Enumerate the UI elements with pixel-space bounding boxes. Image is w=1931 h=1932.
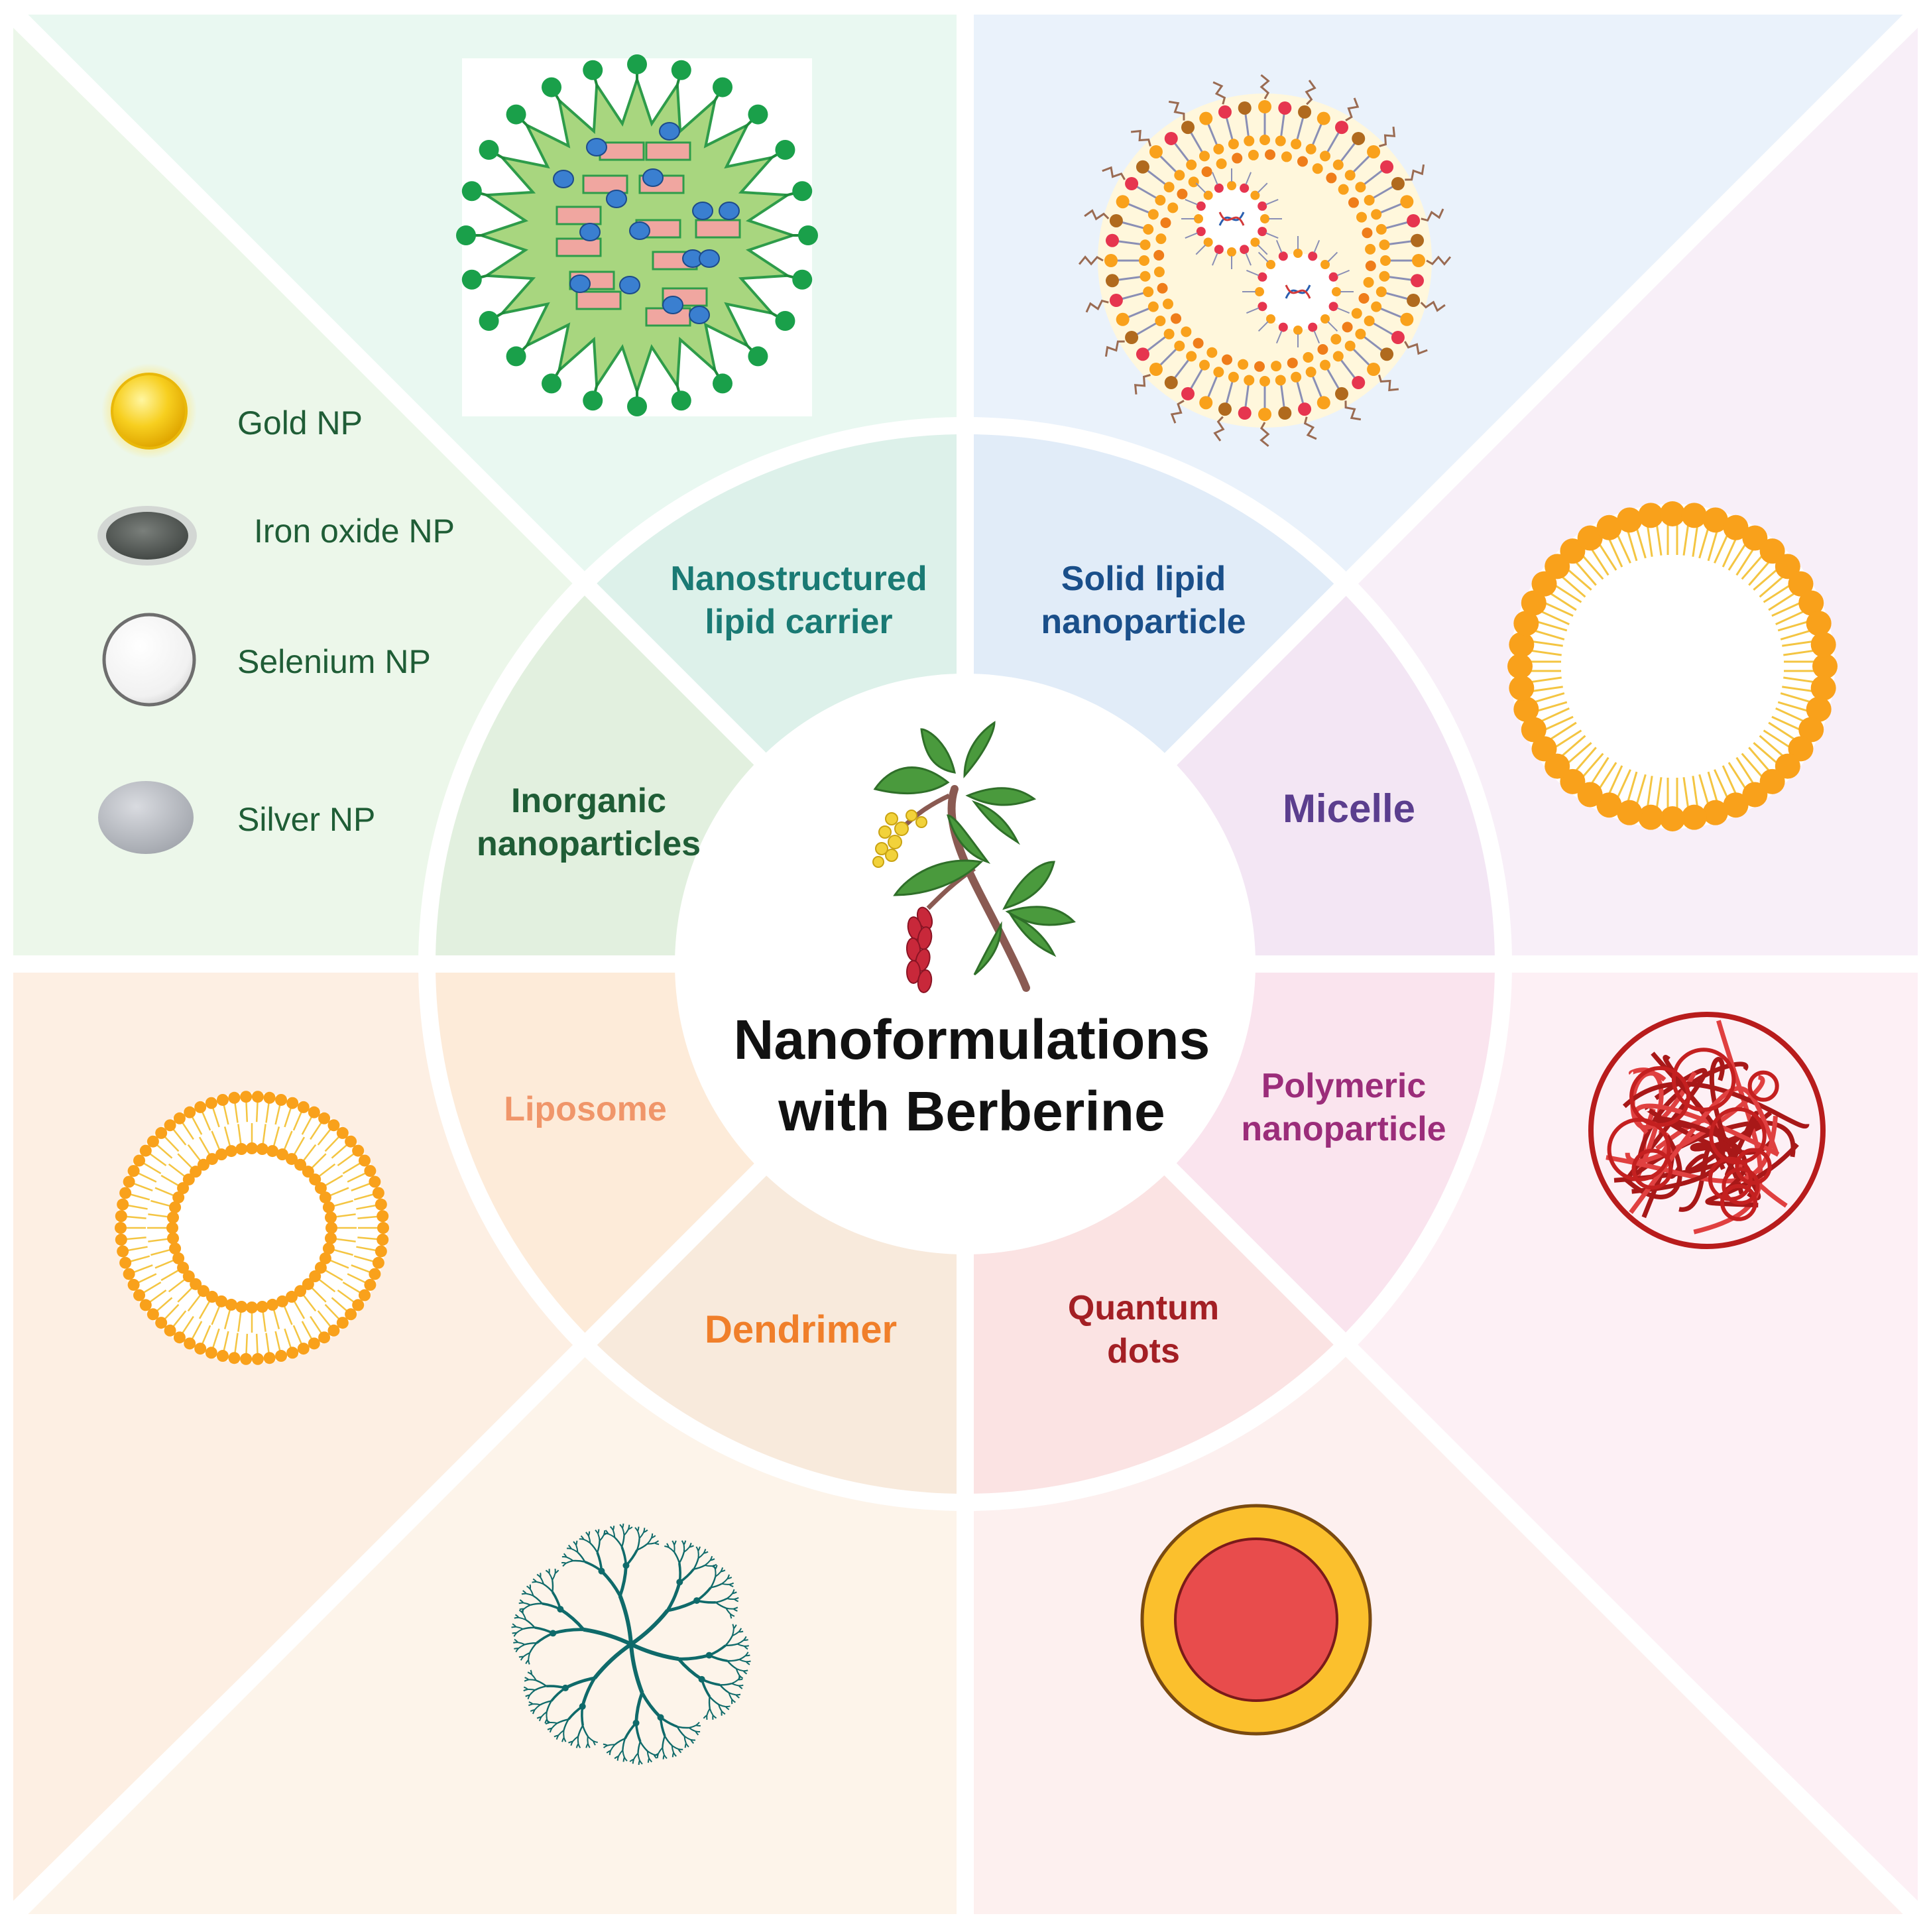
micelle-illustration-icon xyxy=(1507,501,1838,831)
gold-sphere-icon xyxy=(111,373,188,450)
inorganic-legend: Gold NP Iron oxide NP Selenium NP Silver… xyxy=(97,363,455,854)
legend-silver-label: Silver NP xyxy=(237,801,375,838)
quantum-dot-illustration-icon xyxy=(1140,1504,1372,1736)
label-liposome: Liposome xyxy=(504,1090,667,1128)
silver-sphere-icon xyxy=(98,781,194,854)
iron-oxide-sphere-icon xyxy=(106,512,188,560)
label-nlc-line1: Nanostructured xyxy=(670,560,927,598)
sln-dna-pockets xyxy=(1181,168,1354,347)
micelle-shell xyxy=(1507,501,1838,831)
liposome-illustration-icon xyxy=(115,1091,389,1365)
liposome-bilayer xyxy=(115,1091,389,1365)
legend-gold-label: Gold NP xyxy=(237,404,363,442)
nlc-cargo xyxy=(553,122,741,327)
center-circle xyxy=(675,674,1256,1254)
title-line-2: with Berberine xyxy=(778,1080,1165,1142)
label-sln-line1: Solid lipid xyxy=(1061,560,1226,598)
label-polymeric-line1: Polymeric xyxy=(1261,1067,1427,1105)
legend-iron-label: Iron oxide NP xyxy=(254,513,455,550)
selenium-sphere-icon xyxy=(102,613,196,707)
label-nlc-line2: lipid carrier xyxy=(705,603,892,641)
label-quantum-line2: dots xyxy=(1107,1332,1180,1370)
sln-illustration-icon xyxy=(1078,74,1452,448)
legend-selenium-label: Selenium NP xyxy=(237,643,431,680)
sln-lipid-shell xyxy=(1078,74,1452,448)
berberine-plant-icon xyxy=(872,721,1076,993)
label-inorganic-line2: nanoparticles xyxy=(477,825,701,863)
label-quantum-line1: Quantum xyxy=(1068,1289,1219,1327)
label-sln-line2: nanoparticle xyxy=(1041,603,1246,641)
nlc-illustration-icon xyxy=(456,54,818,416)
dendrimer-illustration-icon xyxy=(511,1524,751,1765)
polymeric-illustration-icon xyxy=(1588,1012,1826,1249)
label-dendrimer: Dendrimer xyxy=(705,1308,897,1351)
title-line-1: Nanoformulations xyxy=(734,1008,1210,1071)
label-micelle: Micelle xyxy=(1283,786,1415,831)
polymer-coil xyxy=(1588,1012,1826,1249)
segment-labels: Nanostructured lipid carrier Solid lipid… xyxy=(477,560,1446,1370)
label-polymeric-line2: nanoparticle xyxy=(1241,1110,1446,1148)
label-inorganic-line1: Inorganic xyxy=(511,782,666,820)
